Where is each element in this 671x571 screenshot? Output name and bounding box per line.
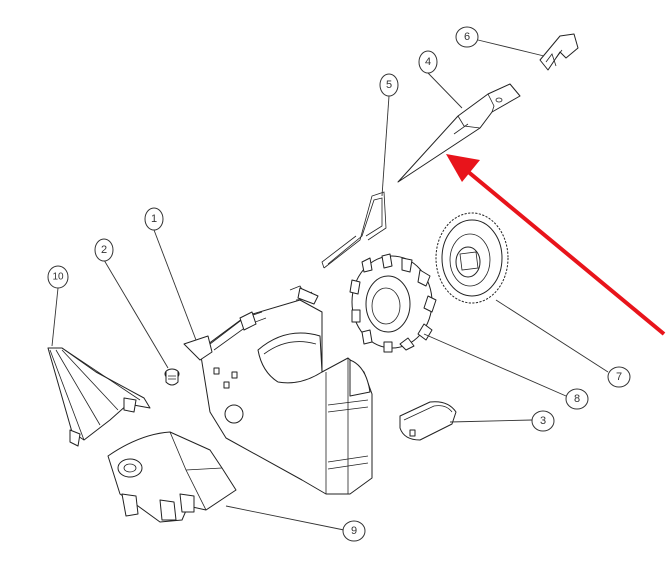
- callout-10: 10: [47, 265, 69, 289]
- part-6-clip: [539, 33, 579, 71]
- part-10-shroud: [47, 347, 151, 447]
- callout-label: 10: [52, 272, 64, 283]
- red-pointer-arrow: [446, 154, 666, 336]
- part-2-screw: [164, 368, 180, 386]
- callout-label: 9: [351, 525, 357, 537]
- callout-label: 5: [386, 79, 392, 91]
- part-7-gear: [435, 212, 509, 304]
- callout-1: 1: [144, 207, 164, 231]
- callout-label: 7: [616, 371, 622, 383]
- callout-label: 8: [574, 393, 580, 405]
- callout-3: 3: [531, 410, 555, 432]
- part-5-wire-spring: [321, 191, 387, 269]
- callout-4: 4: [418, 50, 438, 74]
- callout-9: 9: [342, 520, 366, 542]
- part-4-blade: [397, 83, 521, 183]
- callout-label: 2: [101, 244, 107, 256]
- part-8-hub: [349, 253, 437, 353]
- callout-7: 7: [607, 366, 631, 388]
- callout-label: 6: [464, 31, 470, 43]
- part-1-frame: [183, 285, 373, 495]
- part-9-lower-bracket: [107, 431, 237, 523]
- callout-8: 8: [565, 388, 589, 410]
- callout-label: 1: [151, 213, 157, 225]
- callout-5: 5: [379, 73, 399, 97]
- part-3-cover: [399, 401, 457, 441]
- leader-lines: [51, 39, 609, 531]
- callout-2: 2: [94, 238, 114, 262]
- callout-6: 6: [455, 26, 479, 48]
- callout-label: 4: [425, 56, 431, 68]
- callout-label: 3: [540, 415, 546, 427]
